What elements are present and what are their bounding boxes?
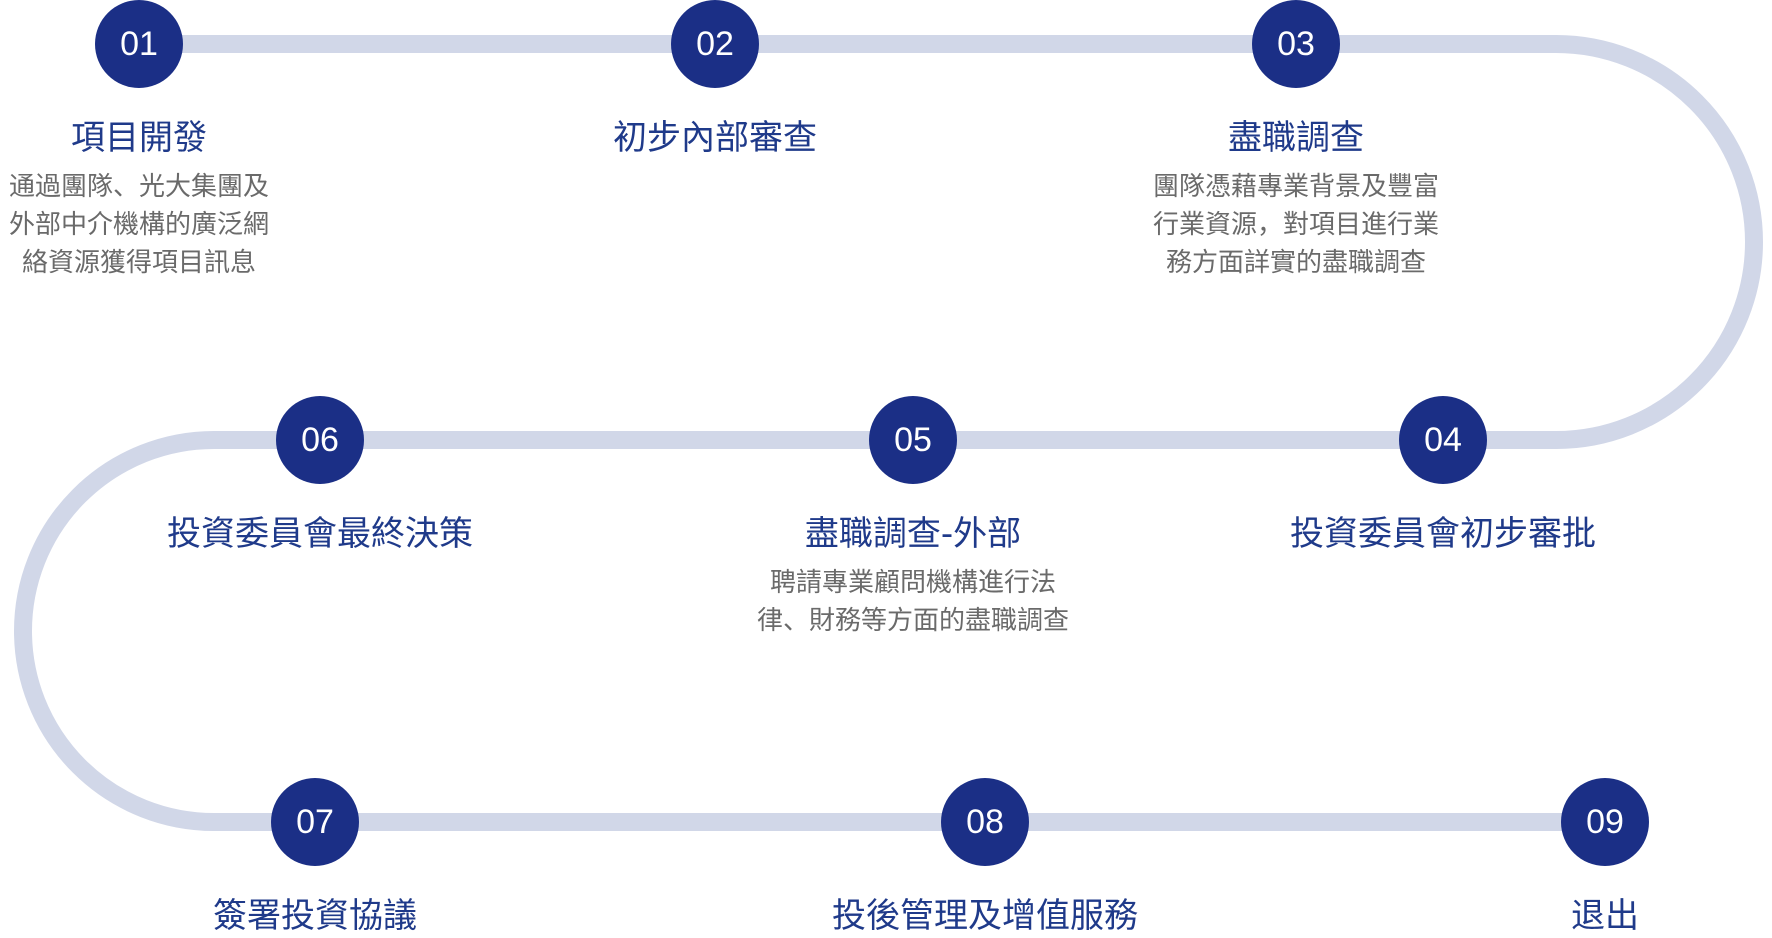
step-number-badge: 07 bbox=[271, 778, 359, 866]
step-title: 簽署投資協議 bbox=[213, 896, 417, 936]
step-number-badge: 06 bbox=[276, 396, 364, 484]
step-number-badge: 09 bbox=[1561, 778, 1649, 866]
step-number-badge: 05 bbox=[869, 396, 957, 484]
step-title: 盡職調查-外部 bbox=[804, 514, 1022, 554]
step-text-block: 項目開發通過團隊、光大集團及外部中介機構的廣泛網絡資源獲得項目訊息 bbox=[0, 116, 349, 282]
step-description: 聘請專業顧問機構進行法律、財務等方面的盡職調查 bbox=[703, 564, 1123, 640]
step-title: 初步內部審查 bbox=[613, 118, 817, 158]
step-number-badge: 01 bbox=[95, 0, 183, 88]
track-path bbox=[14, 35, 1763, 831]
step-description-line: 聘請專業顧問機構進行法 bbox=[769, 568, 1056, 598]
step-description: 團隊憑藉專業背景及豐富行業資源，對項目進行業務方面詳實的盡職調查 bbox=[1086, 168, 1506, 282]
step-number-badge: 03 bbox=[1252, 0, 1340, 88]
step-text-block: 初步內部審查 bbox=[505, 116, 925, 160]
step-text-block: 盡職調查-外部聘請專業顧問機構進行法律、財務等方面的盡職調查 bbox=[703, 512, 1123, 640]
step-description-line: 務方面詳實的盡職調查 bbox=[1165, 248, 1426, 278]
step-description-line: 絡資源獲得項目訊息 bbox=[21, 248, 256, 278]
step-description-line: 團隊憑藉專業背景及豐富 bbox=[1152, 172, 1439, 202]
step-title: 盡職調查 bbox=[1228, 118, 1364, 158]
step-description-line: 通過團隊、光大集團及 bbox=[8, 172, 269, 202]
step-title: 退出 bbox=[1571, 896, 1639, 936]
step-description-line: 律、財務等方面的盡職調查 bbox=[756, 606, 1069, 636]
step-number-badge: 08 bbox=[941, 778, 1029, 866]
step-text-block: 簽署投資協議 bbox=[105, 894, 525, 938]
step-description-line: 外部中介機構的廣泛網 bbox=[8, 210, 269, 240]
step-description: 通過團隊、光大集團及外部中介機構的廣泛網絡資源獲得項目訊息 bbox=[0, 168, 349, 282]
step-number-badge: 02 bbox=[671, 0, 759, 88]
step-title: 投資委員會初步審批 bbox=[1290, 514, 1596, 554]
step-title: 項目開發 bbox=[71, 118, 207, 158]
step-title: 投後管理及增值服務 bbox=[832, 896, 1138, 936]
step-text-block: 投後管理及增值服務 bbox=[775, 894, 1195, 938]
step-text-block: 投資委員會最終決策 bbox=[110, 512, 530, 556]
step-title: 投資委員會最終決策 bbox=[167, 514, 473, 554]
step-text-block: 盡職調查團隊憑藉專業背景及豐富行業資源，對項目進行業務方面詳實的盡職調查 bbox=[1086, 116, 1506, 282]
step-number-badge: 04 bbox=[1399, 396, 1487, 484]
step-text-block: 投資委員會初步審批 bbox=[1233, 512, 1653, 556]
step-text-block: 退出 bbox=[1395, 894, 1772, 938]
step-description-line: 行業資源，對項目進行業 bbox=[1152, 210, 1439, 240]
